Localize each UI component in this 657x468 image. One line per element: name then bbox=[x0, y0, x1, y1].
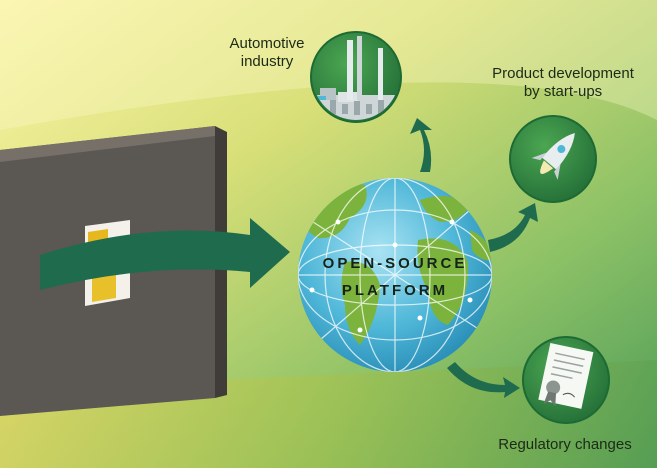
automotive-label-line1: Automotive bbox=[229, 35, 305, 52]
arrow-building-to-globe bbox=[40, 218, 290, 290]
arrow-to-startups bbox=[488, 203, 538, 252]
product-label-line2: by start-ups bbox=[523, 83, 603, 100]
product-development-label: Product development by start-ups bbox=[478, 65, 648, 101]
automotive-industry-label: Automotive industry bbox=[212, 35, 322, 71]
arrow-to-automotive bbox=[410, 118, 432, 172]
globe-title-line2: PLATFORM bbox=[341, 282, 449, 299]
regulatory-changes-label: Regulatory changes bbox=[498, 436, 632, 453]
product-label-line1: Product development bbox=[492, 65, 634, 82]
arrow-to-regulatory bbox=[447, 362, 520, 398]
rocket-icon bbox=[509, 115, 597, 203]
globe-title-line1: OPEN-SOURCE bbox=[322, 255, 468, 272]
globe-icon bbox=[298, 178, 492, 372]
automotive-label-line2: industry bbox=[240, 53, 294, 70]
document-seal-icon bbox=[522, 336, 610, 424]
